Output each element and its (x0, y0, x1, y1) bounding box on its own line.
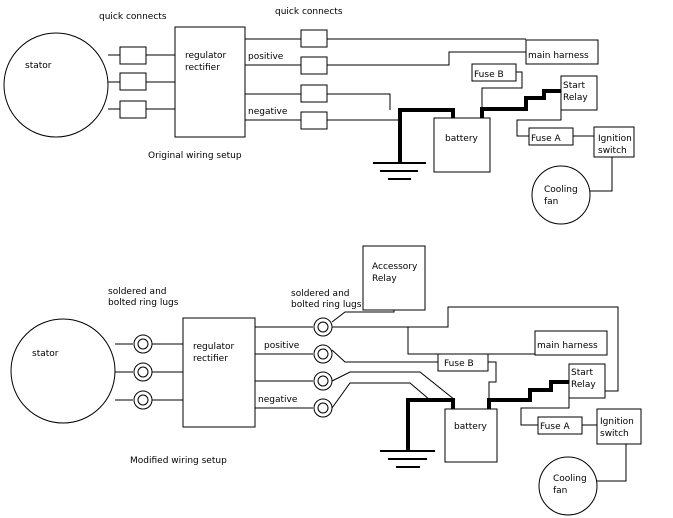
quick-connect-right-1 (300, 29, 328, 48)
start-relay-box (560, 75, 598, 111)
fuse-b-wire-bottom (488, 361, 497, 409)
lugs-left-label-line1: soldered and (108, 287, 167, 297)
positive-label-bottom: positive (264, 341, 300, 351)
quick-connect-left-2 (119, 72, 147, 91)
stator-label: stator (25, 61, 52, 71)
battery-label-bottom: battery (454, 422, 488, 432)
regulator-bottom-label-line2: rectifier (193, 354, 228, 364)
negative-wire-3 (327, 93, 391, 110)
fuse-b-label-bottom: Fuse B (444, 359, 474, 369)
start-relay-label-line2: Relay (563, 93, 588, 103)
start-relay-bottom-label-line2: Relay (571, 380, 596, 390)
ignition-bottom-label-line2: switch (600, 429, 629, 439)
positive-label: positive (248, 52, 284, 62)
cooling-fan-bottom-label-line1: Cooling (553, 474, 587, 484)
lug-to-accessory-wire (331, 310, 395, 323)
cooling-fan-circle (531, 165, 591, 225)
negative-to-battery-wire-2 (331, 382, 431, 409)
ring-lug-right-4 (313, 398, 333, 418)
battery-box (433, 117, 491, 173)
stator-label-bottom: stator (32, 349, 59, 359)
start-relay-bottom-label-line1: Start (571, 368, 593, 378)
negative-label: negative (248, 107, 288, 117)
ring-lug-left-1 (133, 334, 153, 354)
negative-label-bottom: negative (258, 395, 298, 405)
ring-lug-left-2 (133, 362, 153, 382)
ignition-bottom-label-line1: Ignition (600, 417, 634, 427)
quick-connect-left-3 (119, 100, 147, 119)
ring-lug-right-2 (313, 344, 333, 364)
original-wiring-diagram: stator quick connects quick connects reg… (3, 7, 635, 225)
ring-lug-right-3 (313, 371, 333, 391)
positive-to-fuse-b-wire-bottom (331, 349, 438, 363)
ground-cable (398, 108, 455, 163)
fuse-b-label: Fuse B (474, 70, 504, 80)
quick-connect-right-2 (300, 56, 328, 75)
relay-to-fuse-a-wire-bottom (520, 398, 570, 426)
regulator-label-line1: regulator (185, 51, 227, 61)
quick-connects-label-left: quick connects (99, 12, 167, 22)
cooling-fan-label-line2: fan (544, 197, 558, 207)
positive-to-harness-wire-bottom (332, 326, 535, 355)
battery-label: battery (445, 134, 479, 144)
start-relay-label-line1: Start (563, 81, 585, 91)
accessory-relay-label-line2: Relay (372, 274, 397, 284)
accessory-relay-box (362, 245, 426, 311)
starter-cable-bottom (487, 380, 569, 409)
battery-box-bottom (444, 408, 498, 463)
ignition-switch-box (593, 126, 635, 158)
cooling-fan-circle-bottom (538, 456, 598, 516)
ignition-to-fan-wire (590, 157, 613, 192)
lugs-right-label-line2: bolted ring lugs (291, 300, 362, 310)
ring-lug-right-1 (313, 317, 333, 337)
quick-connects-label-right: quick connects (275, 7, 343, 17)
quick-connect-right-4 (300, 111, 328, 130)
original-caption: Original wiring setup (148, 151, 242, 161)
positive-to-fuse-b-wire (327, 51, 526, 66)
lugs-left-label-line2: bolted ring lugs (108, 298, 179, 308)
main-harness-label-bottom: main harness (537, 341, 598, 351)
regulator-rectifier-box (174, 26, 246, 138)
regulator-label-line2: rectifier (185, 63, 220, 73)
ring-lug-left-3 (133, 390, 153, 410)
fuse-a-label: Fuse A (531, 134, 561, 144)
cooling-fan-bottom-label-line2: fan (553, 486, 567, 496)
stator-circle-bottom (10, 318, 116, 424)
main-harness-label: main harness (528, 51, 589, 61)
ignition-to-fan-wire-bottom (597, 444, 627, 482)
stator-circle (3, 32, 109, 138)
relay-to-fuse-a-wire (516, 110, 562, 137)
ignition-label-line1: Ignition (598, 134, 632, 144)
modified-caption: Modified wiring setup (130, 456, 227, 466)
main-harness-box (525, 39, 599, 65)
starter-cable (480, 89, 561, 118)
cooling-fan-label-line1: Cooling (544, 185, 578, 195)
main-harness-box-bottom (534, 330, 608, 356)
harness-loop-wire (408, 306, 619, 392)
lugs-right-label-line1: soldered and (291, 289, 350, 299)
quick-connect-right-3 (300, 84, 328, 103)
quick-connect-left-1 (119, 46, 147, 65)
regulator-bottom-label-line1: regulator (193, 342, 235, 352)
ignition-label-line2: switch (598, 146, 627, 156)
start-relay-box-bottom (568, 363, 606, 399)
fuse-a-label-bottom: Fuse A (540, 422, 570, 432)
fuse-b-wire (481, 71, 523, 118)
regulator-rectifier-box-bottom (182, 317, 256, 428)
ground-cable-bottom (406, 398, 455, 451)
modified-wiring-diagram: stator soldered and bolted ring lugs sol… (10, 245, 642, 516)
ignition-switch-box-bottom (596, 408, 642, 445)
negative-to-battery-wire-1 (331, 371, 456, 401)
accessory-relay-label-line1: Accessory (372, 262, 418, 272)
